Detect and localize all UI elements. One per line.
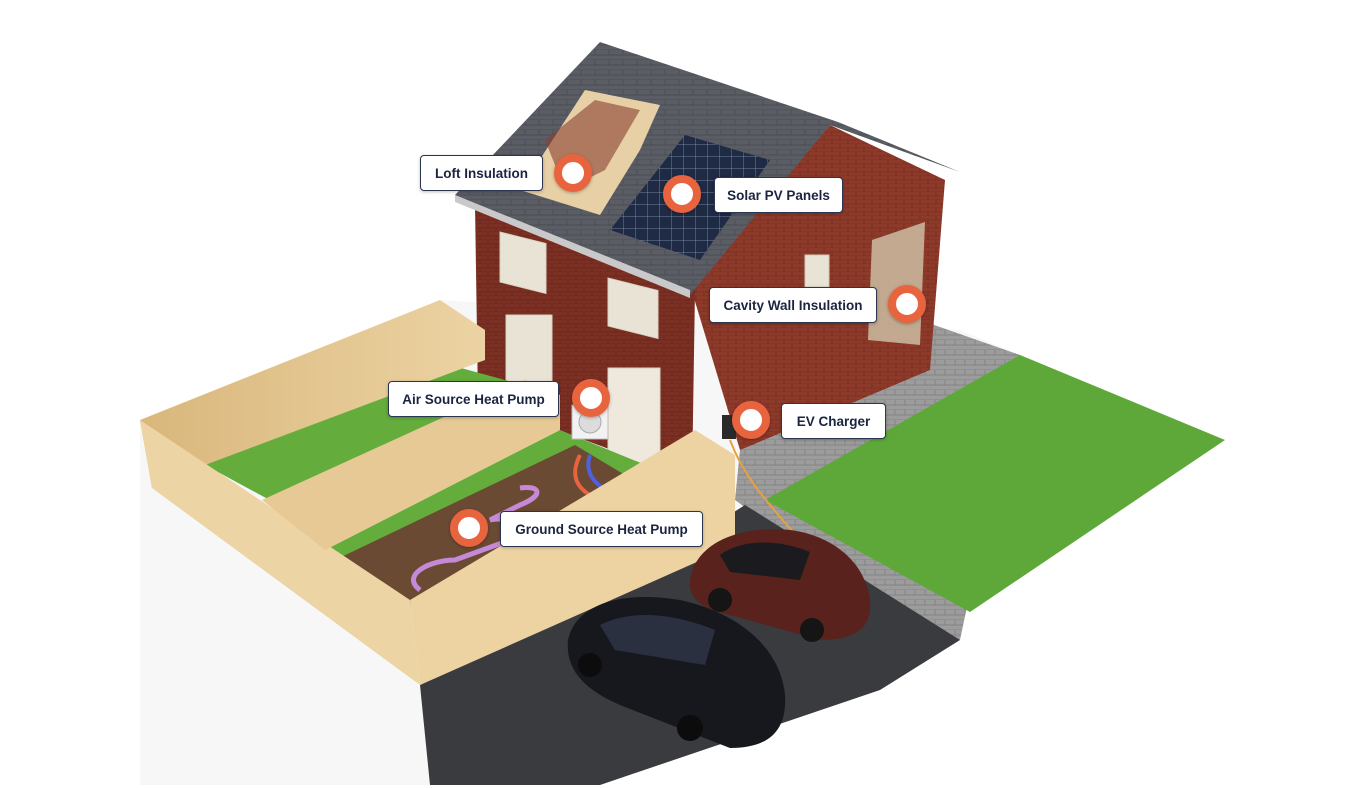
ev-charger-label[interactable]: EV Charger (781, 403, 886, 439)
fence-front (410, 430, 735, 685)
solar-pv-panels-hotspot[interactable] (663, 175, 701, 213)
ev-charger-hotspot[interactable] (732, 401, 770, 439)
roof-edge (455, 195, 690, 298)
car-red (689, 529, 871, 642)
cavity-wall-insulation-label[interactable]: Cavity Wall Insulation (709, 287, 877, 323)
car-black (567, 596, 786, 748)
air-source-heat-pump-label[interactable]: Air Source Heat Pump (388, 381, 559, 417)
ev-cable (729, 439, 801, 541)
loft-insulation-hotspot[interactable] (554, 154, 592, 192)
air-source-heat-pump-hotspot[interactable] (572, 379, 610, 417)
loft-insulation-label[interactable]: Loft Insulation (420, 155, 543, 191)
patio-door-right (607, 367, 661, 464)
ground-source-heat-pump-label[interactable]: Ground Source Heat Pump (500, 511, 703, 547)
solar-pv-panels-label[interactable]: Solar PV Panels (714, 177, 843, 213)
patio-door-left (505, 314, 553, 386)
fence-left (140, 300, 485, 488)
cavity-wall-insulation-hotspot[interactable] (888, 285, 926, 323)
side-window (804, 254, 830, 288)
ground-source-heat-pump-hotspot[interactable] (450, 509, 488, 547)
fence-left-face (140, 420, 420, 685)
soil-strip (335, 445, 650, 612)
upper-window-right (607, 277, 659, 340)
fence-middle (262, 380, 560, 550)
lawn-right (765, 355, 1225, 612)
upper-window-left (499, 231, 547, 295)
insulation-panel (868, 222, 925, 345)
